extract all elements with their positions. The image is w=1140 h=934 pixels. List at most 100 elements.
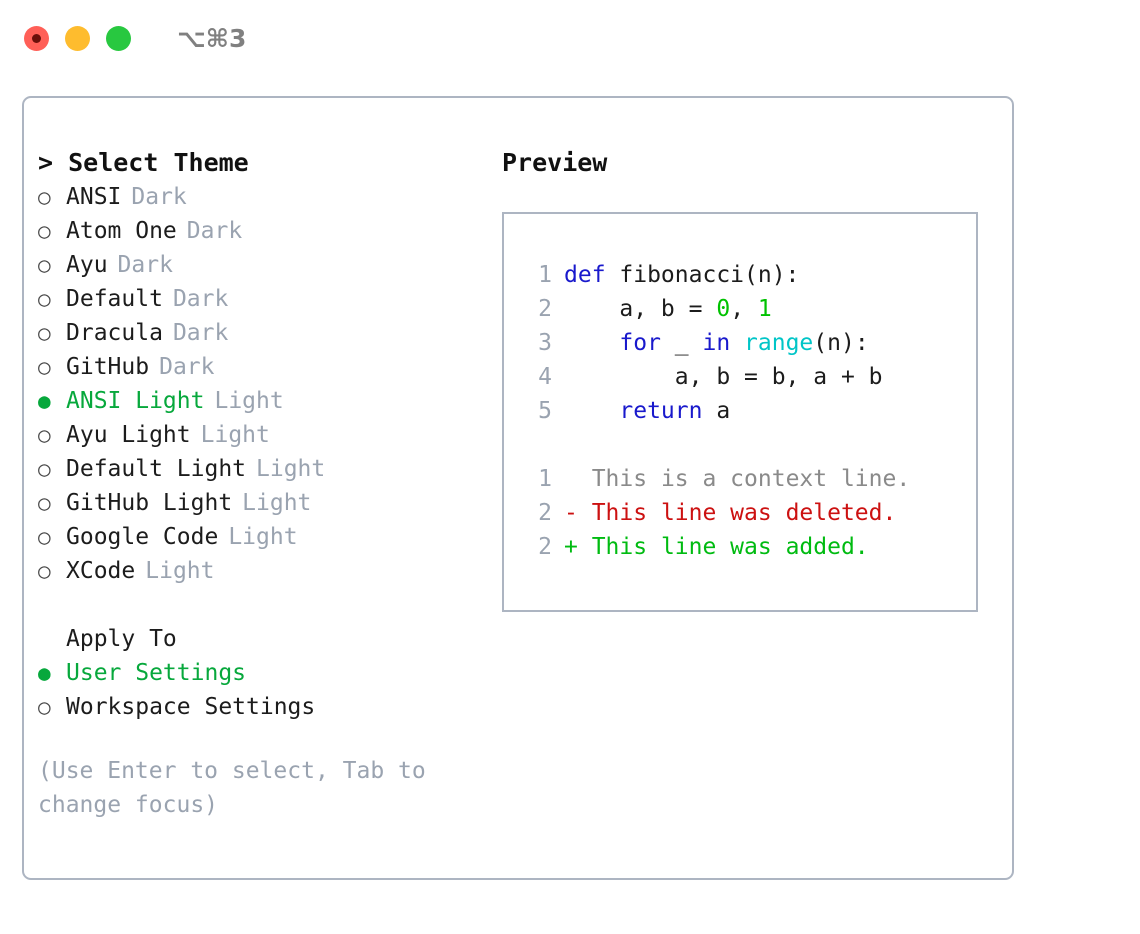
code-token-kw: return: [619, 398, 703, 424]
apply-to-name: Workspace Settings: [66, 694, 316, 720]
code-text: for _ in range(n):: [564, 326, 868, 360]
apply-to-list: ● User Settings ○Workspace Settings: [38, 656, 498, 724]
code-text: def fibonacci(n):: [564, 258, 799, 292]
theme-name: GitHub Light: [66, 490, 233, 516]
diff-sample: 1 This is a context line.2- This line wa…: [518, 462, 976, 564]
theme-kind-label: Light: [145, 558, 215, 584]
code-token-plain: a, b =: [564, 296, 717, 322]
theme-list-item[interactable]: ○ Atom One Dark: [38, 214, 498, 248]
radio-unselected-icon: ○: [38, 287, 51, 311]
code-token-plain: [564, 398, 619, 424]
diff-text: + This line was added.: [564, 530, 869, 564]
radio-unselected-icon: ○: [38, 185, 51, 209]
theme-kind-label: Light: [228, 524, 298, 550]
code-token-plain: ,: [730, 296, 758, 322]
radio-unselected-icon: ○: [38, 423, 51, 447]
theme-list-item[interactable]: ● ANSI Light Light: [38, 384, 498, 418]
theme-kind-label: Light: [200, 422, 270, 448]
diff-content: This line was added.: [577, 534, 869, 560]
apply-to-name: User Settings: [66, 660, 247, 686]
code-text: a, b = b, a + b: [564, 360, 883, 394]
code-token-num: 0: [716, 296, 731, 322]
diff-line-add: 2 + This line was added.: [518, 530, 976, 564]
diff-sign: -: [564, 500, 578, 526]
theme-kind-label: Dark: [117, 252, 173, 278]
theme-kind-label: Light: [256, 456, 326, 482]
radio-unselected-icon: ○: [38, 559, 51, 583]
line-number: 4: [538, 364, 552, 390]
line-number: 2: [538, 500, 552, 526]
radio-unselected-icon: ○: [38, 219, 51, 243]
diff-text: - This line was deleted.: [564, 496, 896, 530]
code-line: 1 def fibonacci(n):: [518, 258, 976, 292]
title-bar: ⌥⌘3: [0, 0, 1140, 76]
radio-unselected-icon: ○: [38, 457, 51, 481]
code-line: 2 a, b = 0, 1: [518, 292, 976, 326]
theme-kind-label: Dark: [172, 320, 229, 346]
theme-name: Default: [66, 286, 163, 312]
theme-kind-label: Light: [214, 388, 284, 414]
line-number: 3: [538, 330, 552, 356]
code-line: 5 return a: [518, 394, 976, 428]
radio-unselected-icon: ○: [38, 525, 51, 549]
theme-name: Dracula: [66, 320, 163, 346]
theme-kind-label: Dark: [186, 218, 243, 244]
code-text: a, b = 0, 1: [564, 292, 772, 326]
code-token-kw: in: [702, 330, 731, 356]
maximize-button[interactable]: [106, 25, 131, 51]
code-token-plain: a, b = b, a + b: [564, 364, 883, 390]
code-token-kw: def: [564, 262, 620, 288]
minimize-button[interactable]: [65, 25, 90, 51]
radio-selected-icon: ●: [38, 661, 51, 685]
line-number: 1: [538, 466, 552, 492]
theme-list-header: > Select Theme: [38, 148, 249, 177]
radio-unselected-icon: ○: [38, 253, 51, 277]
diff-content: This line was deleted.: [577, 500, 897, 526]
diff-text: This is a context line.: [564, 462, 911, 496]
code-token-num: 1: [757, 296, 772, 322]
theme-name: ANSI Light: [66, 388, 205, 414]
theme-list-item[interactable]: ○ Default Light Light: [38, 452, 498, 486]
radio-unselected-icon: ○: [38, 355, 51, 379]
code-token-kw: for: [619, 330, 661, 356]
line-number: 2: [538, 296, 552, 322]
line-number: 1: [538, 262, 552, 288]
code-token-plain: _: [660, 330, 703, 356]
apply-to-item[interactable]: ○Workspace Settings: [38, 690, 498, 724]
theme-name: Atom One: [66, 218, 177, 244]
theme-name: Default Light: [66, 456, 247, 482]
diff-line-ctx: 1 This is a context line.: [518, 462, 976, 496]
code-line: 3 for _ in range(n):: [518, 326, 976, 360]
diff-content: This is a context line.: [577, 466, 911, 492]
code-token-plain: [564, 330, 619, 356]
apply-to-item[interactable]: ● User Settings: [38, 656, 498, 690]
code-text: return a: [564, 394, 730, 428]
line-number: 2: [538, 534, 552, 560]
theme-name: ANSI: [66, 184, 122, 210]
apply-to-label: Apply To: [66, 626, 177, 652]
code-token-plain: [730, 330, 744, 356]
window-title-shortcut: ⌥⌘3: [177, 23, 247, 53]
preview-title: Preview: [502, 148, 608, 177]
code-line: 4 a, b = b, a + b: [518, 360, 976, 394]
close-button[interactable]: [24, 25, 49, 51]
radio-selected-icon: ●: [38, 389, 51, 413]
theme-kind-label: Light: [242, 490, 312, 516]
keyboard-hint: (Use Enter to select, Tab to change focu…: [38, 758, 426, 818]
diff-line-del: 2- This line was deleted.: [518, 496, 976, 530]
